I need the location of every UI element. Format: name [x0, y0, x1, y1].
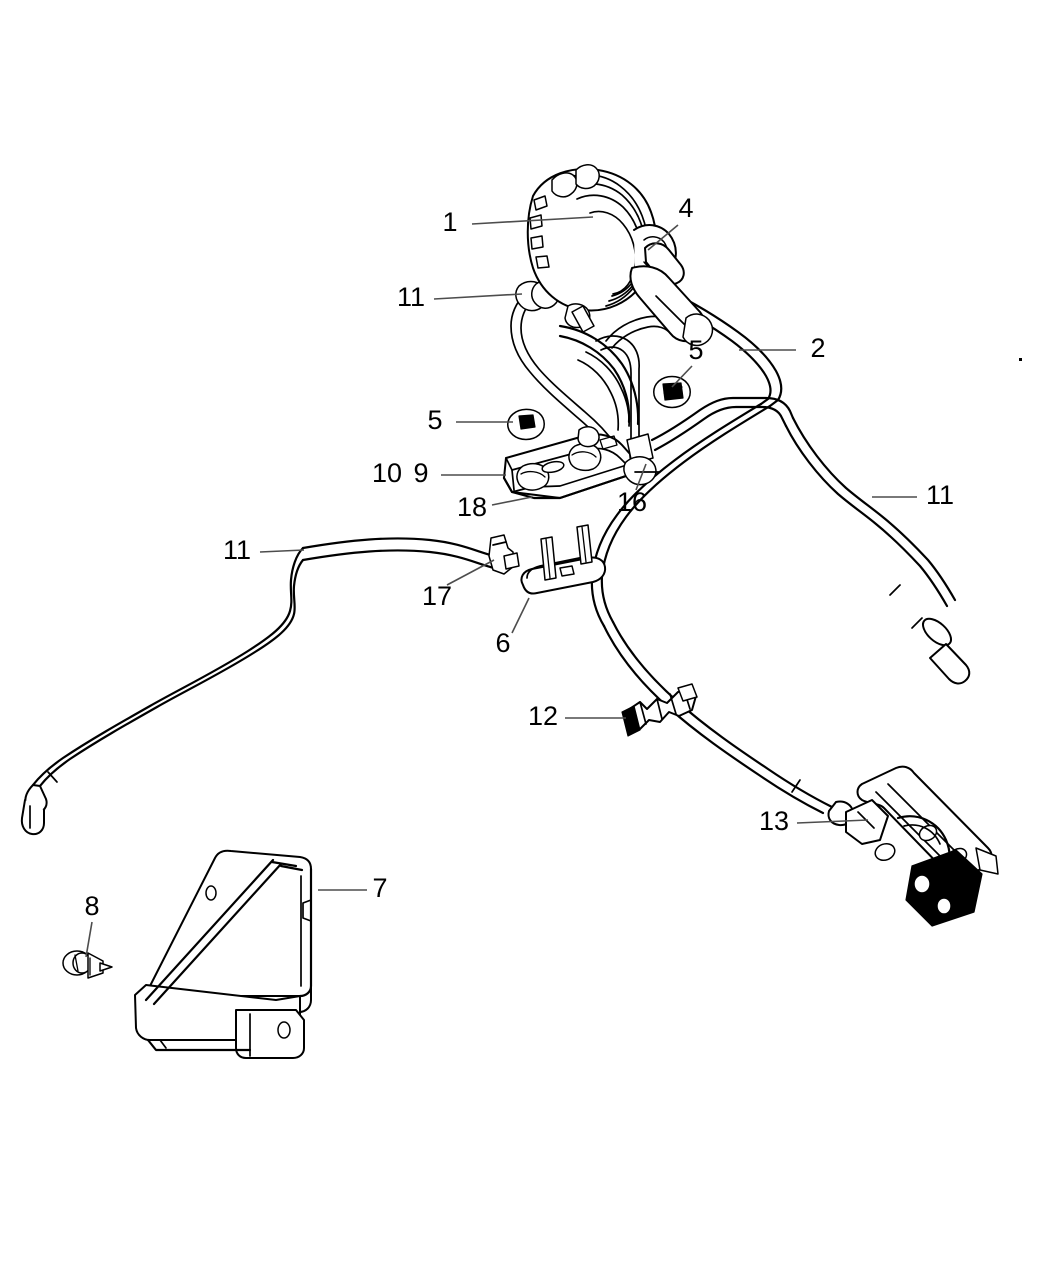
leader-line-18	[491, 496, 533, 506]
leader-line-6	[511, 597, 530, 634]
leader-line-13	[796, 819, 869, 824]
vacuum-hose-left	[20, 537, 496, 836]
callout-12-cable-retainer-clip: 12	[528, 701, 558, 731]
cable-mounting-clip	[520, 524, 607, 595]
callout-18-bracket-support: 18	[457, 492, 487, 522]
leader-line-5	[671, 365, 693, 388]
callout-8-push-pin-fastener: 8	[84, 891, 99, 921]
callout-11-vacuum-hose-servo: 11	[397, 282, 425, 312]
callout-2-speed-control-cable: 2	[810, 333, 825, 363]
callout-16-hose-connector-tee: 16	[617, 487, 647, 517]
leader-line-8	[85, 921, 93, 958]
callout-11-vacuum-hose-long: 11	[926, 480, 954, 510]
leader-line-11	[433, 293, 523, 300]
push-pin-fastener	[62, 950, 113, 979]
callout-9-servo-mounting-bracket: 9	[413, 458, 428, 488]
registration-dot	[1019, 358, 1022, 361]
callout-4-servo-cable-connector: 4	[678, 193, 693, 223]
callout-numbers: 1 4 11 2 5 5 10 9 16 18 11 11 17 6 12 13 7 8	[84, 193, 954, 921]
callout-5-retainer-nut: 5	[688, 335, 703, 365]
callout-5-retainer-nut: 5	[427, 405, 442, 435]
callout-13-throttle-body-bracket: 13	[759, 806, 789, 836]
throttle-body-bracket	[845, 765, 999, 927]
callout-17-hose-clip: 17	[422, 581, 452, 611]
cable-retainer-clip	[621, 683, 698, 737]
leader-line-17	[446, 559, 495, 586]
hose-clip	[488, 534, 520, 575]
speed-control-servo	[526, 164, 714, 347]
callout-11-vacuum-hose-left: 11	[223, 535, 251, 565]
callout-7-speed-control-module: 7	[372, 873, 387, 903]
leader-line-16	[635, 463, 647, 491]
leader-line-4	[647, 224, 679, 251]
speed-control-module	[134, 849, 313, 1059]
servo-mounting-bracket	[502, 324, 640, 500]
callout-10-servo-bracket-plate: 10	[372, 458, 402, 488]
callout-6-cable-mounting-clip: 6	[495, 628, 510, 658]
leader-lines	[85, 216, 917, 958]
callout-1-speed-control-servo: 1	[442, 207, 457, 237]
vacuum-hose-long	[650, 396, 971, 685]
hose-connector-tee	[623, 433, 661, 486]
leader-line-11	[259, 549, 305, 553]
retainer-nut-lower	[507, 408, 545, 441]
retainer-nut-upper	[653, 375, 691, 409]
leader-line-1	[471, 216, 594, 225]
